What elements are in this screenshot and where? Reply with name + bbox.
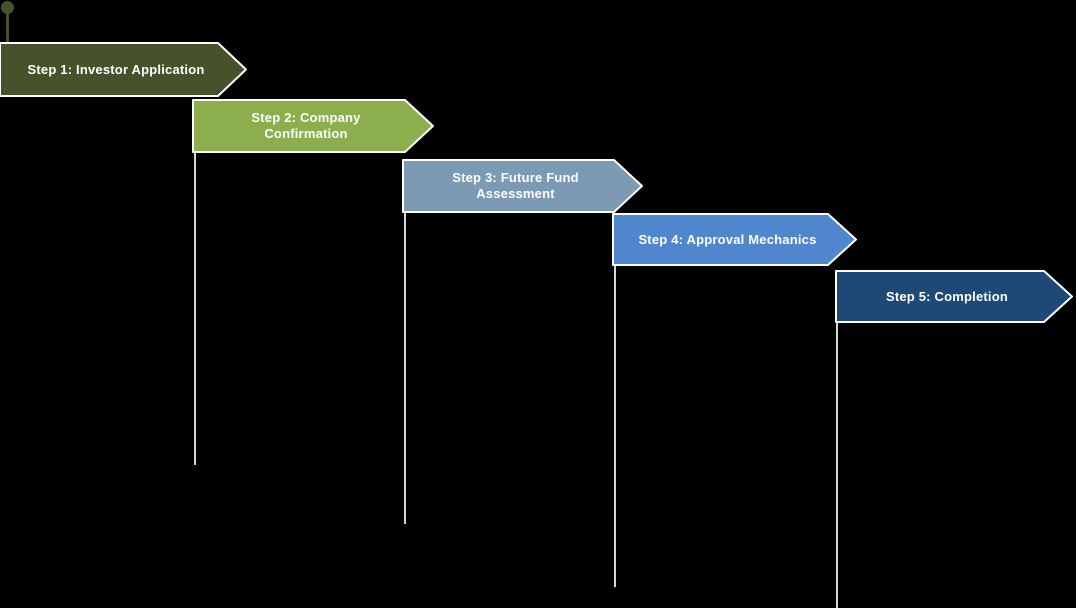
step-label-line: Confirmation — [264, 126, 348, 141]
timeline-pin-stem — [6, 13, 9, 45]
step-arrow-5: Step 5: Completion — [835, 270, 1073, 323]
arrow-shape-icon — [192, 99, 434, 153]
step-label-line: Step 2: Company — [251, 110, 361, 125]
arrow-shape-icon — [612, 213, 857, 266]
step4-connector-line — [614, 264, 616, 587]
step-label-1: Step 1: Investor Application — [0, 43, 246, 96]
arrow-shape-icon — [835, 270, 1073, 323]
step-label-line: Assessment — [476, 186, 555, 201]
step-label-4: Step 4: Approval Mechanics — [613, 214, 856, 265]
arrow-shape-icon — [402, 159, 643, 213]
step-label-2: Step 2: Company Confirmation — [193, 100, 433, 152]
step3-connector-line — [404, 211, 406, 524]
step-arrow-3: Step 3: Future Fund Assessment — [402, 159, 643, 213]
step-label-line: Step 3: Future Fund — [452, 170, 579, 185]
timeline-pin-circle-icon — [1, 1, 14, 14]
arrow-shape-icon — [0, 42, 247, 97]
step-label-line: Step 1: Investor Application — [27, 61, 205, 77]
step-arrow-4: Step 4: Approval Mechanics — [612, 213, 857, 266]
step5-connector-line — [836, 322, 838, 608]
step2-connector-line — [194, 151, 196, 465]
step-label-line: Step 5: Completion — [885, 288, 1009, 304]
step-arrow-1: Step 1: Investor Application — [0, 42, 247, 97]
step-label-3: Step 3: Future Fund Assessment — [403, 160, 642, 212]
step-label-5: Step 5: Completion — [836, 271, 1072, 322]
step-arrow-2: Step 2: Company Confirmation — [192, 99, 434, 153]
step-label-line: Step 4: Approval Mechanics — [638, 231, 817, 247]
